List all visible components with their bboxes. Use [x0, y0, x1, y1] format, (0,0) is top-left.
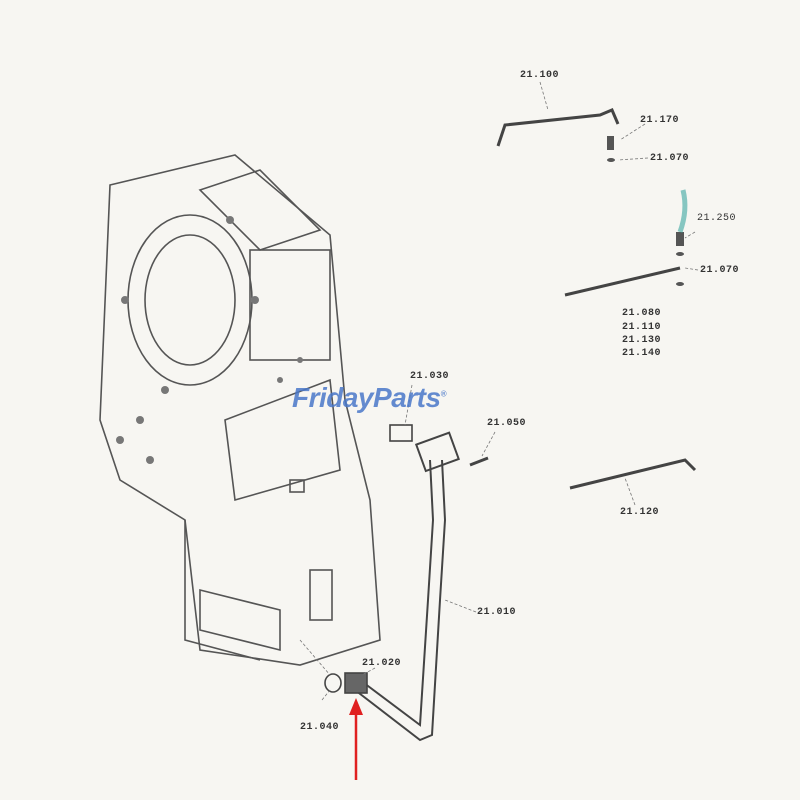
washer-21070 — [607, 158, 615, 162]
label-21080: 21.080 — [622, 308, 662, 319]
watermark-parts: Parts — [373, 382, 441, 413]
label-21120: 21.120 — [620, 507, 660, 518]
label-21020: 21.020 — [362, 658, 402, 669]
label-21140: 21.140 — [622, 348, 662, 359]
label-21100: 21.100 — [520, 70, 560, 81]
teal-mark — [677, 189, 688, 233]
label-21110: 21.110 — [622, 322, 662, 333]
housing-bolts — [116, 216, 303, 464]
hose-21080 — [564, 266, 681, 297]
red-arrow — [349, 698, 363, 780]
label-21070-top: 21.070 — [650, 153, 690, 164]
bolt-21050 — [469, 456, 489, 467]
fitting-21170 — [607, 136, 614, 150]
label-21030: 21.030 — [410, 371, 450, 382]
label-21170: 21.170 — [640, 115, 680, 126]
watermark-friday: Friday — [292, 382, 374, 413]
hose-21100 — [496, 108, 620, 147]
fridayparts-watermark: FridayParts® — [292, 382, 447, 414]
leader-lines — [299, 81, 699, 701]
watermark-registered: ® — [440, 389, 447, 399]
seal-ring-21040 — [324, 673, 342, 693]
gasket-21030 — [389, 424, 413, 442]
washer-21070b — [676, 252, 684, 256]
label-21250: 21.250 — [697, 213, 737, 224]
label-21130: 21.130 — [622, 335, 662, 346]
fitting-21020 — [344, 672, 368, 694]
washer-21070c — [676, 282, 684, 286]
label-21070-mid: 21.070 — [700, 265, 740, 276]
fitting-21250 — [676, 232, 684, 246]
label-21040: 21.040 — [300, 722, 340, 733]
label-21050: 21.050 — [487, 418, 527, 429]
label-21010: 21.010 — [477, 607, 517, 618]
pipe-21010 — [354, 431, 460, 742]
hose-21120 — [569, 458, 697, 490]
